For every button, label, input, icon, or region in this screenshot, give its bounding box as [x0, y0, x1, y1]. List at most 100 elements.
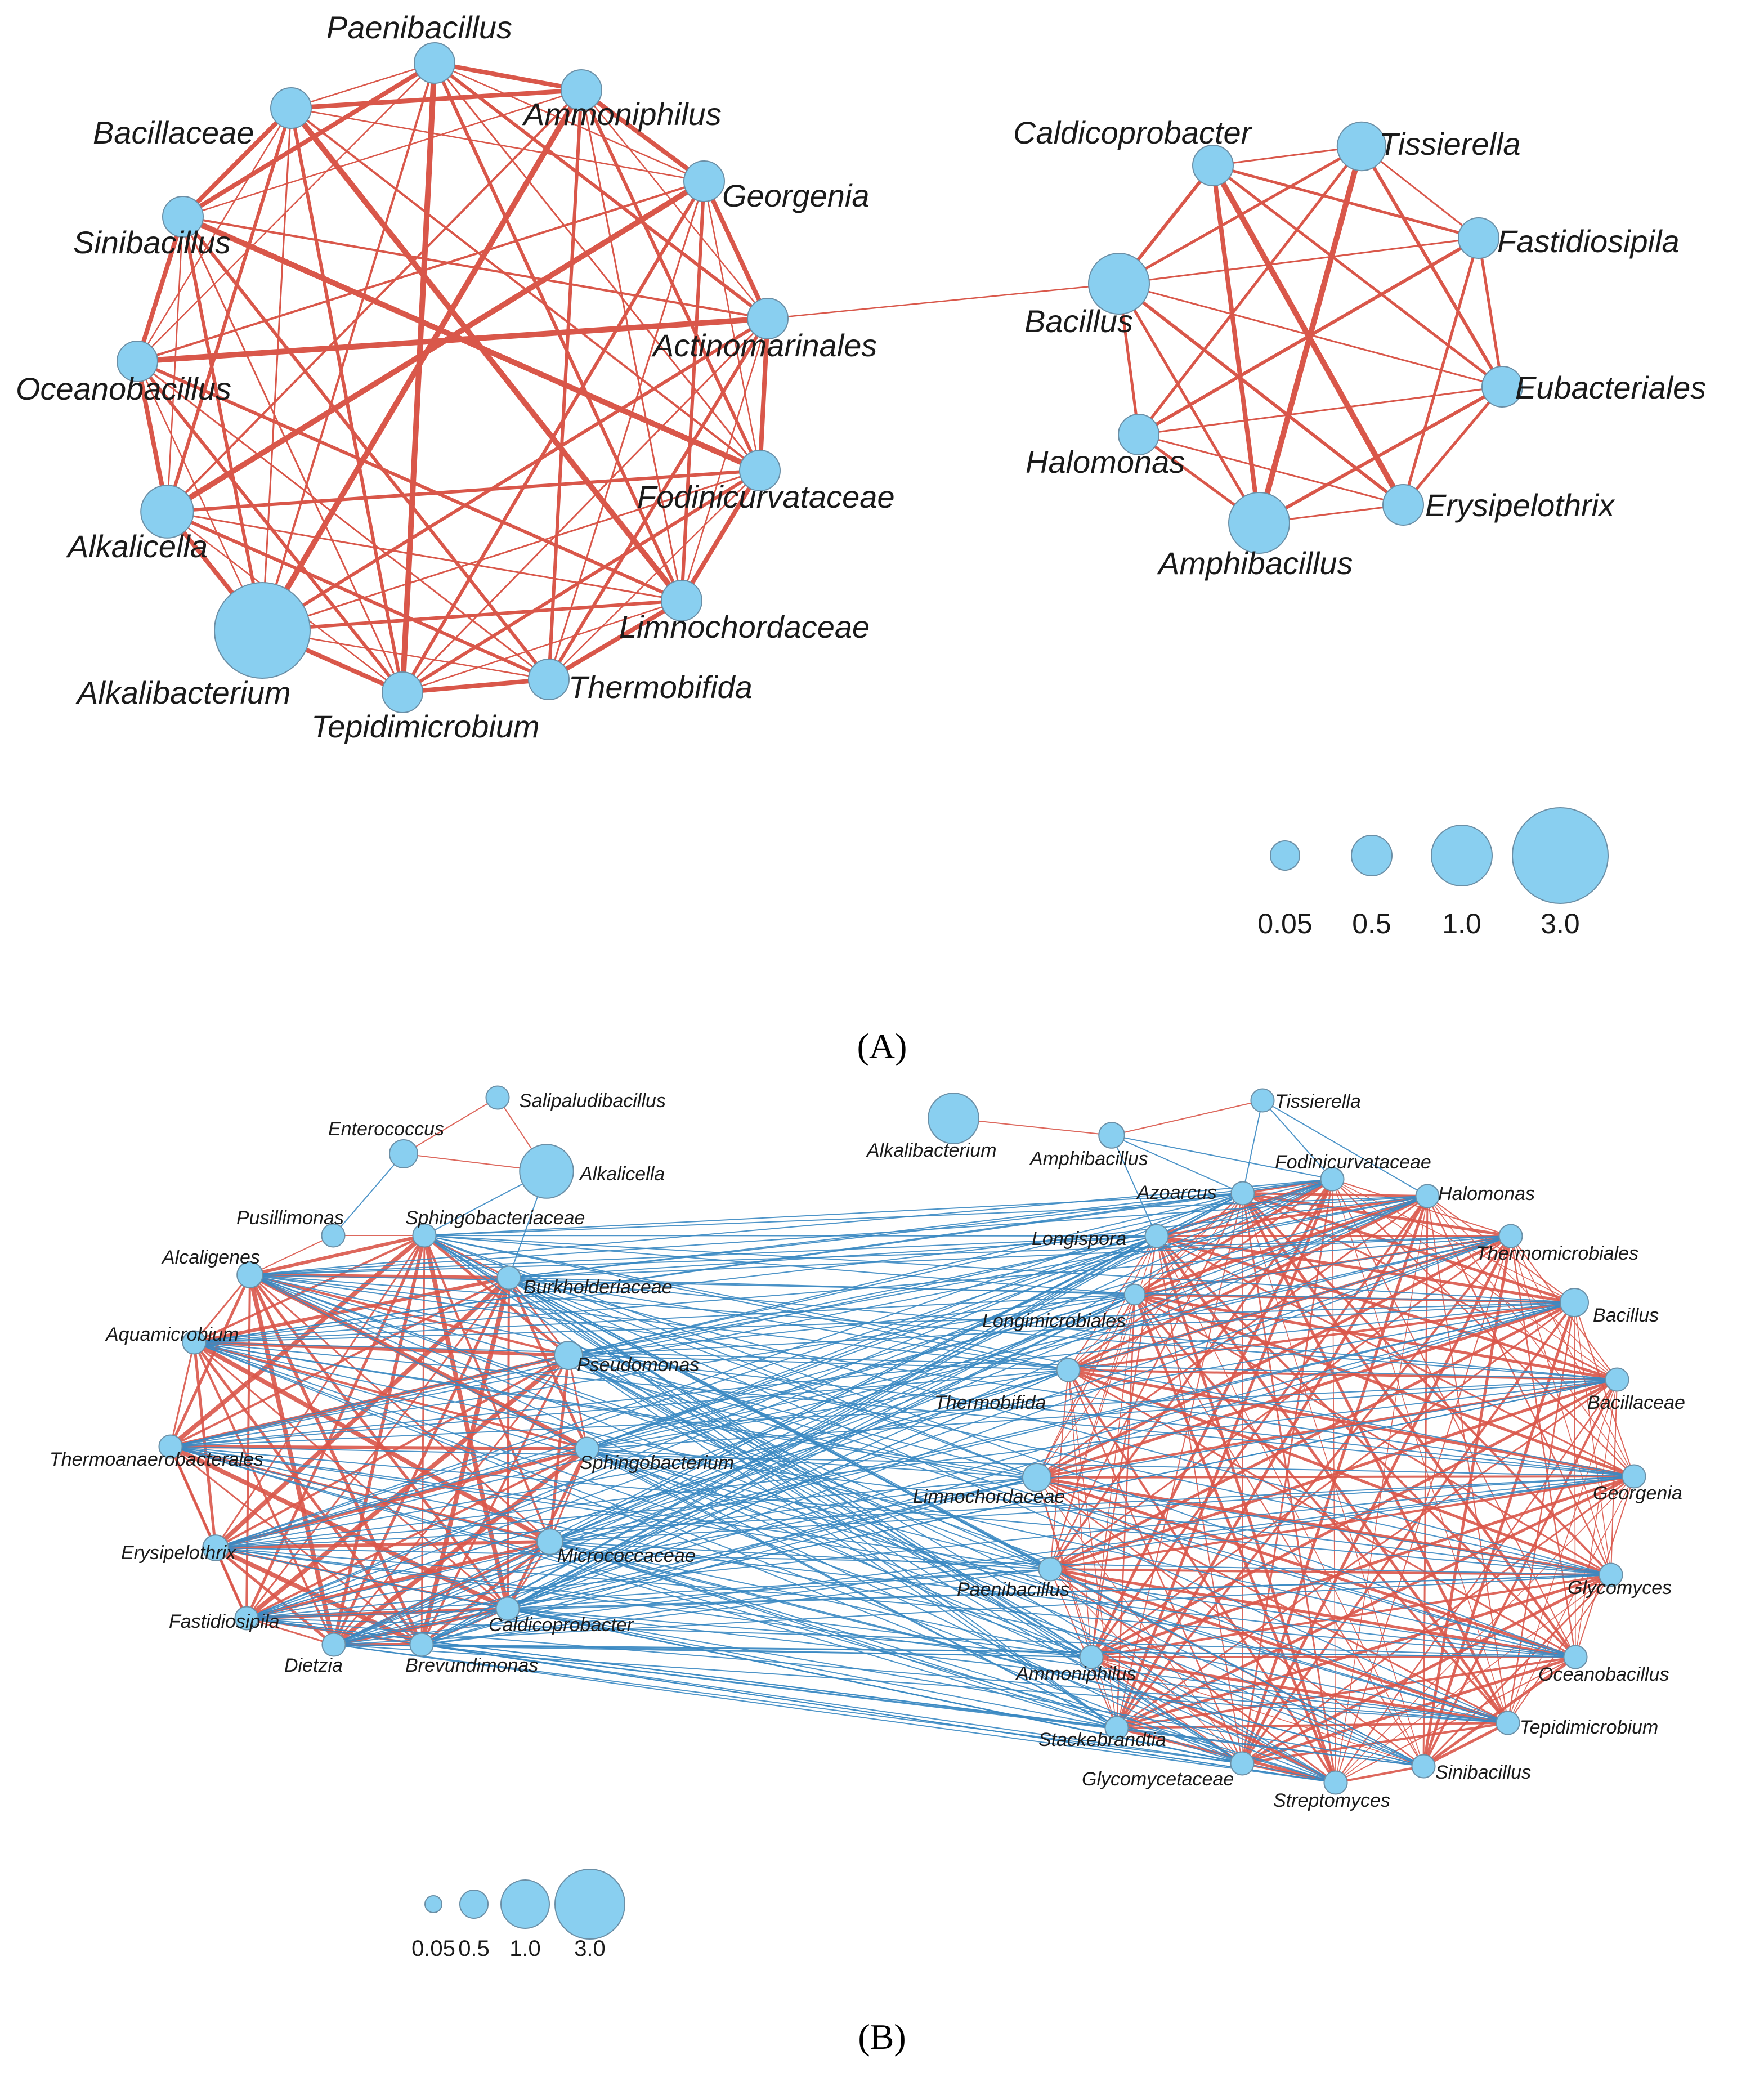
- b-label-glycomyces: Glycomyces: [1568, 1577, 1672, 1599]
- b-edge-bacillus-sinibacillus: [1422, 1302, 1576, 1767]
- a-edge-georgenia-actinomarinales: [702, 180, 770, 320]
- a-label-ammoniphilus: Ammoniphilus: [522, 96, 722, 132]
- b-edge-burkholderiaceae-thermomicrobiales: [508, 1235, 1511, 1278]
- b-node-sinibacillus: [1411, 1754, 1436, 1779]
- b-edge-burkholderiaceae-caldicoprobacter: [507, 1277, 510, 1609]
- b-edge-brevundimonas-streptomyces: [421, 1644, 1336, 1783]
- b-label-glycomycetaceae: Glycomycetaceae: [1082, 1768, 1234, 1790]
- a-edge-eubacteriales-amphibacillus: [1258, 385, 1503, 525]
- a-edge-sinibacillus-bacillaceae: [181, 106, 293, 218]
- b-edge-pseudomonas-georgenia: [568, 1355, 1635, 1477]
- b-edge-paenibacillus-oceanobacillus: [1050, 1568, 1576, 1659]
- b-edge-thermoanaerobacterales-longispora: [170, 1235, 1157, 1447]
- b-label-ammoniphilus: Ammoniphilus: [1015, 1663, 1136, 1685]
- b-node-caldicoprobacter: [495, 1596, 520, 1621]
- b-edge-burkholderiaceae-azoarcus: [508, 1193, 1243, 1278]
- panel-b-nodes: [158, 1085, 1646, 1795]
- b-edge-longispora-limnochordaceae: [1036, 1235, 1157, 1478]
- b-edge-burkholderiaceae-glycomycetaceae: [508, 1277, 1243, 1764]
- a-edge-thermobifida-alkalibacterium: [262, 629, 549, 680]
- a-label-bacillus: Bacillus: [1024, 303, 1133, 339]
- b-edge-alcaligenes-pseudomonas: [249, 1274, 569, 1356]
- b-edge-sphingobacteriaceae-georgenia: [424, 1235, 1635, 1477]
- b-label-burkholderiaceae: Burkholderiaceae: [523, 1277, 673, 1298]
- b-legend-label-3: 3.0: [574, 1936, 606, 1961]
- b-edge-alkalibacterium-amphibacillus: [953, 1118, 1112, 1136]
- b-label-tissierella: Tissierella: [1275, 1091, 1361, 1112]
- b-node-oceanobacillus: [1563, 1645, 1588, 1669]
- a-node-eubacteriales: [1481, 366, 1523, 408]
- b-edge-ammoniphilus-sinibacillus: [1091, 1656, 1424, 1767]
- b-label-thermoanaerobacterales: Thermoanaerobacterales: [50, 1449, 263, 1470]
- a-edge-limnochordaceae-alkalibacterium: [262, 599, 682, 632]
- a-label-tissierella: Tissierella: [1379, 126, 1521, 162]
- b-label-alkalibacterium: Alkalibacterium: [866, 1140, 997, 1161]
- b-edge-georgenia-stackebrandtia: [1116, 1475, 1635, 1730]
- b-edge-micrococcaceae-halomonas: [549, 1196, 1428, 1542]
- a-label-thermobifida: Thermobifida: [568, 669, 753, 705]
- b-edge-georgenia-paenibacillus: [1050, 1475, 1635, 1570]
- a-node-oceanobacillus: [117, 341, 158, 382]
- b-edge-brevundimonas-bacillus: [421, 1302, 1575, 1645]
- b-edge-bacillus-glycomyces: [1574, 1302, 1611, 1575]
- b-node-micrococcaceae: [536, 1528, 563, 1555]
- b-node-tepidimicrobium: [1496, 1711, 1520, 1735]
- b-edge-micrococcaceae-limnochordaceae: [549, 1477, 1037, 1542]
- b-edge-micrococcaceae-streptomyces: [549, 1541, 1336, 1783]
- b-node-burkholderiaceae: [496, 1265, 521, 1290]
- b-label-sinibacillus: Sinibacillus: [1435, 1762, 1531, 1783]
- b-edge-pseudomonas-halomonas: [568, 1196, 1428, 1356]
- a-node-fastidiosipila: [1458, 217, 1499, 259]
- b-label-streptomyces: Streptomyces: [1273, 1790, 1390, 1811]
- b-edge-bacillus-thermobifida: [1068, 1301, 1575, 1371]
- b-label-oceanobacillus: Oceanobacillus: [1538, 1664, 1669, 1685]
- a-edge-limnochordaceae-oceanobacillus: [136, 360, 683, 602]
- panel-a-edges: [135, 61, 1504, 695]
- a-node-sinibacillus: [162, 196, 204, 238]
- b-edge-longispora-sinibacillus: [1156, 1235, 1424, 1767]
- b-edge-aquamicrobium-oceanobacillus: [194, 1342, 1576, 1658]
- a-node-paenibacillus: [414, 42, 455, 84]
- a-legend-circle-3: [1512, 807, 1609, 904]
- b-edge-alcaligenes-halomonas: [249, 1196, 1428, 1275]
- a-edge-fodinicurvataceae-limnochordaceae: [679, 469, 762, 602]
- a-edge-fodinicurvataceae-thermobifida: [548, 470, 760, 680]
- a-label-alkalibacterium: Alkalibacterium: [75, 675, 291, 710]
- a-edge-actinomarinales-limnochordaceae: [680, 318, 769, 601]
- a-label-fodinicurvataceae: Fodinicurvataceae: [637, 479, 895, 514]
- b-edge-enterococcus-pusillimonas: [333, 1153, 404, 1236]
- b-label-alkalicella: Alkalicella: [579, 1163, 665, 1185]
- b-edge-amphibacillus-tissierella: [1111, 1100, 1263, 1136]
- b-legend-circle-1: [459, 1890, 489, 1919]
- b-edge-thermoanaerobacterales-glycomyces: [170, 1446, 1611, 1575]
- b-edge-micrococcaceae-thermobifida: [549, 1369, 1069, 1542]
- b-edge-amphibacillus-azoarcus: [1111, 1135, 1243, 1194]
- a-legend-circle-0: [1270, 840, 1300, 871]
- a-label-paenibacillus: Paenibacillus: [326, 10, 512, 45]
- b-edge-sphingobacteriaceae-fastidiosipila: [245, 1234, 426, 1619]
- b-edge-erysipelothrix-tepidimicrobium: [215, 1547, 1508, 1723]
- b-edge-georgenia-ammoniphilus: [1091, 1475, 1635, 1659]
- b-edge-aquamicrobium-ammoniphilus: [194, 1342, 1092, 1658]
- b-edge-brevundimonas-oceanobacillus: [421, 1644, 1576, 1658]
- b-edge-brevundimonas-longispora: [421, 1235, 1157, 1645]
- b-edge-halomonas-longispora: [1156, 1195, 1428, 1237]
- b-edge-longimicrobiales-bacillaceae: [1134, 1293, 1618, 1381]
- b-node-limnochordaceae: [1022, 1463, 1051, 1492]
- b-edge-pseudomonas-oceanobacillus: [568, 1355, 1576, 1658]
- b-node-sphingobacterium: [575, 1436, 599, 1461]
- a-edge-eubacteriales-halomonas: [1138, 386, 1503, 436]
- b-edge-sphingobacteriaceae-longispora: [424, 1235, 1157, 1237]
- a-edge-ammoniphilus-actinomarinales: [581, 89, 768, 319]
- a-edge-paenibacillus-georgenia: [434, 62, 705, 182]
- a-node-alkalibacterium: [214, 582, 311, 679]
- a-legend-label-2: 1.0: [1442, 908, 1481, 939]
- b-edge-bacillus-limnochordaceae: [1036, 1301, 1575, 1479]
- b-edge-aquamicrobium-georgenia: [194, 1342, 1635, 1477]
- b-label-sphingobacteriaceae: Sphingobacteriaceae: [405, 1207, 585, 1229]
- b-node-enterococcus: [389, 1139, 418, 1168]
- b-legend-circle-3: [554, 1869, 625, 1940]
- b-edge-azoarcus-tepidimicrobium: [1241, 1192, 1510, 1724]
- b-edge-erysipelothrix-limnochordaceae: [215, 1477, 1037, 1548]
- panel-a-labels: PaenibacillusAmmoniphilusGeorgeniaActino…: [16, 10, 1706, 744]
